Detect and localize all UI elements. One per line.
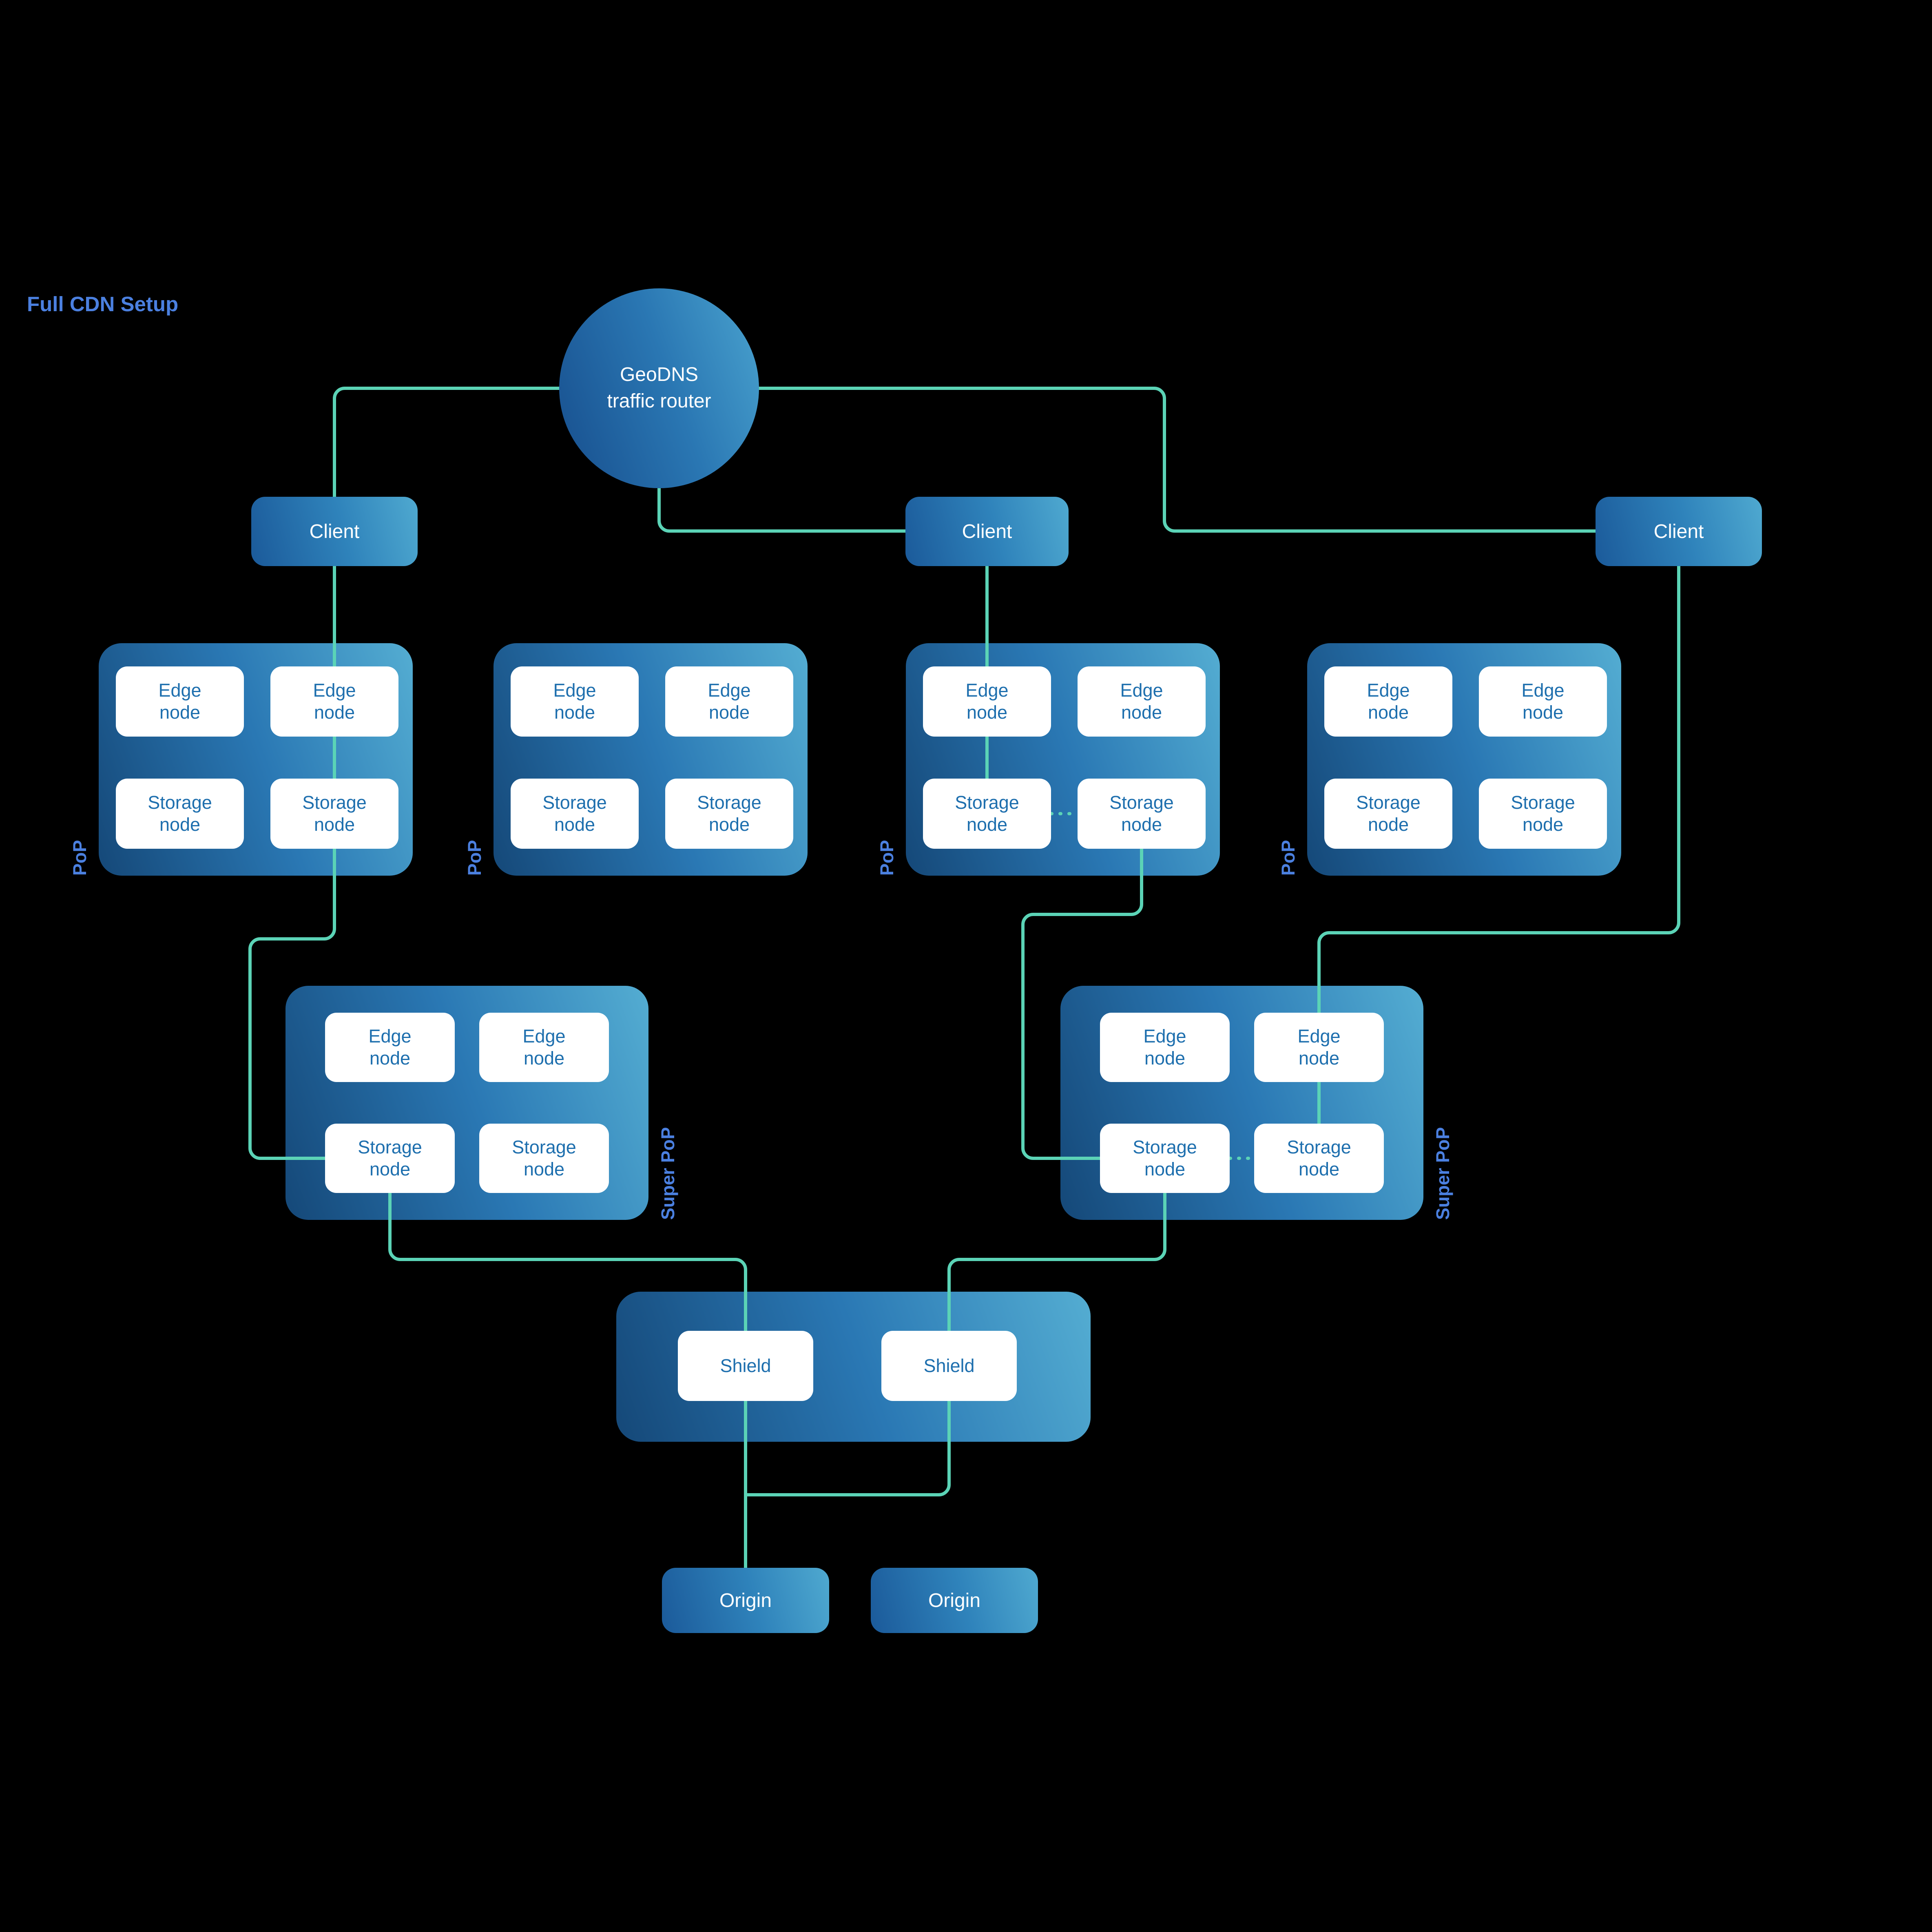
storage-node-label: Storage node [302, 792, 367, 835]
storage-node: Storage node [511, 779, 639, 849]
storage-node: Storage node [270, 779, 398, 849]
client-label: Client [962, 520, 1012, 542]
diagram-title: Full CDN Setup [27, 292, 179, 316]
connector-pop3-superpop2 [1021, 814, 1143, 1160]
storage-node-label: Storage node [542, 792, 607, 835]
edge-node-label: Edge node [708, 680, 751, 723]
connector-superpop2-shield2 [947, 1193, 1166, 1331]
client-label: Client [309, 520, 360, 542]
client-node-3: Client [1596, 497, 1762, 566]
client-node-1: Client [251, 497, 418, 566]
origin-node-1: Origin [662, 1568, 829, 1633]
client-node-2: Client [905, 497, 1069, 566]
shield-node: Shield [678, 1331, 813, 1401]
storage-node-label: Storage node [1511, 792, 1575, 835]
edge-node: Edge node [1254, 1013, 1384, 1082]
storage-node: Storage node [1100, 1124, 1230, 1193]
edge-node-label: Edge node [313, 680, 356, 723]
storage-node: Storage node [1479, 779, 1607, 849]
edge-node-label: Edge node [1521, 680, 1565, 723]
storage-node: Storage node [1254, 1124, 1384, 1193]
storage-node: Storage node [1078, 779, 1206, 849]
edge-node: Edge node [1324, 666, 1452, 737]
edge-node: Edge node [665, 666, 793, 737]
pop-container-1: Edge node Edge node Storage node Storage… [99, 643, 413, 876]
super-pop-container-2: Edge node Edge node Storage node Storage… [1060, 986, 1423, 1220]
edge-node-label: Edge node [1143, 1026, 1186, 1069]
origin-label: Origin [719, 1589, 772, 1611]
edge-node-label: Edge node [368, 1026, 412, 1069]
edge-node: Edge node [270, 666, 398, 737]
storage-node-label: Storage node [512, 1137, 576, 1180]
origin-label: Origin [928, 1589, 981, 1611]
storage-node: Storage node [479, 1124, 609, 1193]
connector-shield2-join [747, 1401, 951, 1496]
edge-node: Edge node [479, 1013, 609, 1082]
edge-node-label: Edge node [1367, 680, 1410, 723]
storage-node: Storage node [325, 1124, 455, 1193]
storage-node-label: Storage node [697, 792, 761, 835]
connector-client1-pop1-superpop1 [248, 566, 336, 1160]
client-label: Client [1653, 520, 1704, 542]
storage-node: Storage node [923, 779, 1051, 849]
edge-node: Edge node [325, 1013, 455, 1082]
pop-container-4: Edge node Edge node Storage node Storage… [1307, 643, 1621, 876]
edge-node: Edge node [923, 666, 1051, 737]
storage-node-label: Storage node [1109, 792, 1174, 835]
geodns-router-label-line2: traffic router [607, 390, 711, 412]
shield-node: Shield [881, 1331, 1017, 1401]
shield-node-label: Shield [923, 1355, 975, 1376]
origin-node-2: Origin [871, 1568, 1038, 1633]
storage-node-label: Storage node [1287, 1137, 1351, 1180]
shield-node-label: Shield [720, 1355, 771, 1376]
pop-container-2: Edge node Edge node Storage node Storage… [494, 643, 808, 876]
edge-node: Edge node [1100, 1013, 1230, 1082]
storage-node-label: Storage node [358, 1137, 422, 1180]
edge-node: Edge node [511, 666, 639, 737]
storage-node-label: Storage node [955, 792, 1019, 835]
geodns-router-node: GeoDNS traffic router [559, 288, 759, 488]
pop-container-3: Edge node Edge node Storage node Storage… [906, 643, 1220, 876]
connector-client3-superpop2 [1317, 566, 1680, 1142]
super-pop-container-1: Edge node Edge node Storage node Storage… [285, 986, 648, 1220]
storage-node-label: Storage node [1133, 1137, 1197, 1180]
edge-node-label: Edge node [158, 680, 201, 723]
edge-node-label: Edge node [1297, 1026, 1341, 1069]
connector-router-client1 [333, 387, 659, 497]
edge-node-label: Edge node [965, 680, 1009, 723]
storage-node: Storage node [1324, 779, 1452, 849]
connector-superpop1-shield1 [388, 1193, 747, 1331]
connector-router-client3 [659, 387, 1596, 533]
storage-node: Storage node [665, 779, 793, 849]
edge-node: Edge node [116, 666, 244, 737]
edge-node: Edge node [1078, 666, 1206, 737]
edge-node-label: Edge node [553, 680, 596, 723]
connector-router-client2 [657, 488, 905, 533]
storage-node: Storage node [116, 779, 244, 849]
geodns-router-label-line1: GeoDNS [620, 364, 699, 386]
edge-node-label: Edge node [522, 1026, 566, 1069]
edge-node: Edge node [1479, 666, 1607, 737]
storage-node-label: Storage node [1356, 792, 1421, 835]
edge-node-label: Edge node [1120, 680, 1163, 723]
shield-container: Shield Shield [616, 1292, 1091, 1442]
storage-node-label: Storage node [148, 792, 212, 835]
